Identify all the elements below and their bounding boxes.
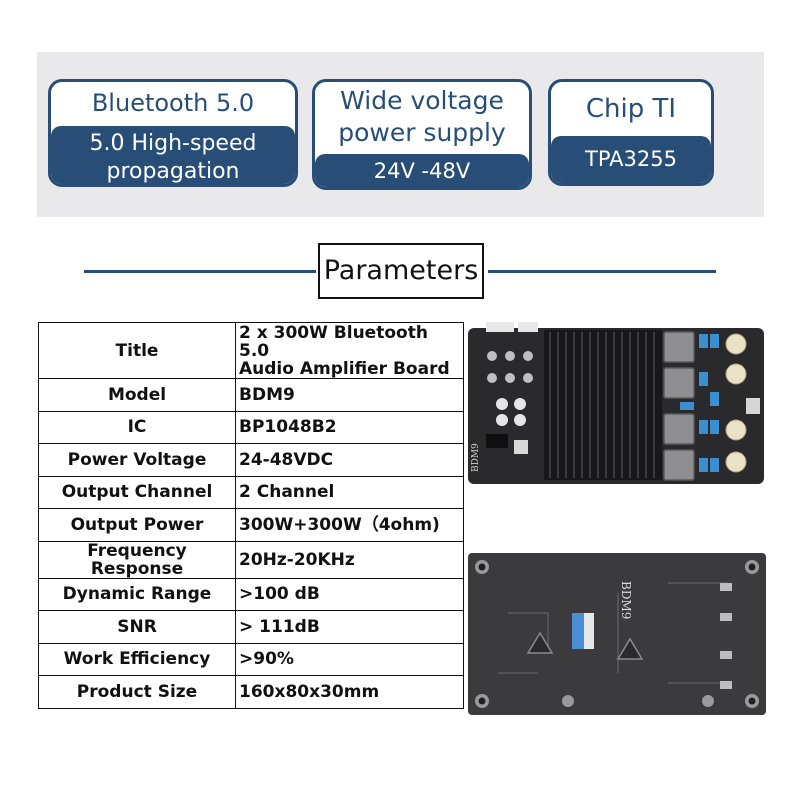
feature-title: Bluetooth 5.0 bbox=[91, 89, 255, 117]
spec-label: Work Efficiency bbox=[38, 642, 236, 676]
spec-value: > 111dB bbox=[235, 610, 464, 644]
spec-value: 160x80x30mm bbox=[235, 675, 464, 709]
feature-card-bluetooth: Bluetooth 5.0 5.0 High-speed propagation bbox=[48, 79, 298, 187]
feature-subtitle: 24V -48V bbox=[315, 154, 529, 187]
spec-label: Product Size bbox=[38, 675, 236, 709]
spec-value-line: Audio Amplifier Board bbox=[239, 358, 450, 379]
feature-subtitle-line: propagation bbox=[106, 159, 240, 184]
spec-value: 2 x 300W Bluetooth 5.0 Audio Amplifier B… bbox=[235, 322, 464, 379]
amplifier-board-bottom-image: BDM9 bbox=[468, 553, 766, 715]
table-row: Title 2 x 300W Bluetooth 5.0 Audio Ampli… bbox=[38, 322, 464, 379]
table-row: SNR> 111dB bbox=[38, 610, 464, 644]
spec-value-line: 2 x 300W Bluetooth 5.0 bbox=[239, 322, 428, 361]
spec-label: Output Channel bbox=[38, 475, 236, 509]
spec-label: SNR bbox=[38, 610, 236, 644]
feature-title-line: Wide voltage bbox=[340, 86, 504, 115]
spec-label: Title bbox=[38, 322, 236, 379]
spec-value: 2 Channel bbox=[235, 475, 464, 509]
feature-subtitle: 5.0 High-speed propagation bbox=[51, 126, 295, 184]
spec-value: 24-48VDC bbox=[235, 443, 464, 477]
feature-title-line: power supply bbox=[338, 118, 506, 147]
spec-label: Power Voltage bbox=[38, 443, 236, 477]
table-row: Dynamic Range>100 dB bbox=[38, 577, 464, 611]
spec-label: Frequency Response bbox=[38, 540, 236, 579]
feature-card-chip: Chip TI TPA3255 bbox=[548, 79, 714, 186]
feature-title: Chip TI bbox=[585, 94, 677, 124]
feature-card-voltage: Wide voltage power supply 24V -48V bbox=[312, 79, 532, 190]
spec-value: >90% bbox=[235, 642, 464, 676]
feature-subtitle: TPA3255 bbox=[551, 136, 711, 183]
spec-label: Model bbox=[38, 378, 236, 412]
board-marking: BDM9 bbox=[619, 581, 633, 619]
spec-table: Title 2 x 300W Bluetooth 5.0 Audio Ampli… bbox=[38, 322, 464, 709]
spec-label: Dynamic Range bbox=[38, 577, 236, 611]
parameters-heading: Parameters bbox=[318, 243, 484, 299]
feature-title: Wide voltage power supply bbox=[315, 85, 529, 149]
spec-value: BP1048B2 bbox=[235, 410, 464, 444]
table-row: Work Efficiency>90% bbox=[38, 642, 464, 676]
amplifier-board-top-image: BDM9 bbox=[468, 322, 764, 484]
spec-value: BDM9 bbox=[235, 378, 464, 412]
spec-value: >100 dB bbox=[235, 577, 464, 611]
divider-left bbox=[84, 270, 316, 273]
spec-label: Output Power bbox=[38, 508, 236, 542]
spec-label: IC bbox=[38, 410, 236, 444]
board-marking: BDM9 bbox=[471, 443, 481, 472]
divider-right bbox=[488, 270, 716, 273]
spec-value: 20Hz-20KHz bbox=[235, 540, 464, 579]
feature-subtitle-line: 5.0 High-speed bbox=[89, 131, 257, 156]
spec-value: 300W+300W（4ohm) bbox=[235, 508, 464, 542]
